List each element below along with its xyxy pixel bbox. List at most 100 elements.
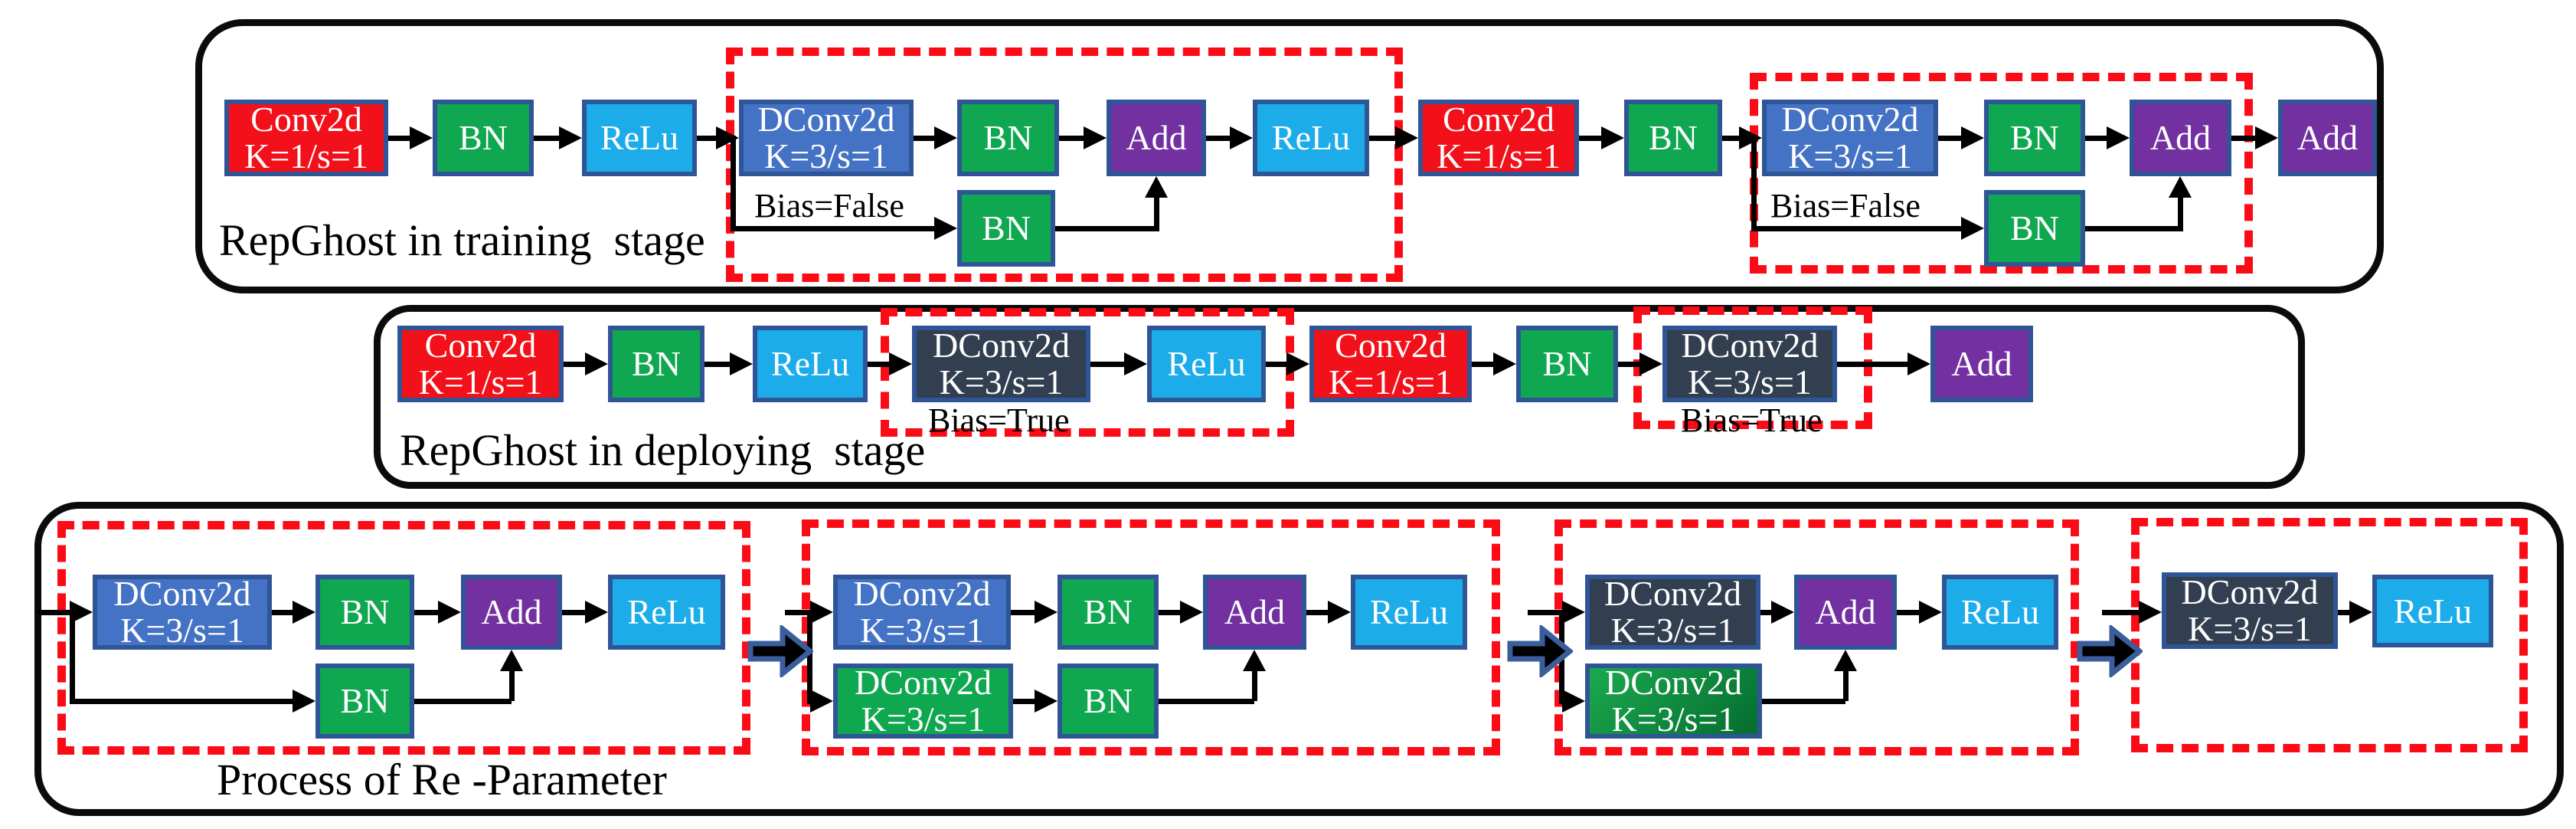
flow-line [704, 362, 730, 367]
panel-reparam-label: Process of Re -Parameter [217, 755, 667, 804]
arrowhead-up-icon [500, 650, 523, 671]
reparam-dashed-box [1554, 519, 2079, 755]
bias-label: Bias=True [928, 401, 1070, 439]
node-label: Conv2d [424, 326, 537, 365]
arrowhead-right-icon [1907, 352, 1930, 375]
node-label: BN [982, 208, 1031, 247]
node-bn-b1: BN [315, 575, 414, 650]
node-label: DConv2d [113, 574, 251, 613]
node-label: K=1/s=1 [244, 136, 368, 175]
node-label: ReLu [627, 592, 706, 631]
arrowhead-right-icon [1562, 601, 1585, 624]
arrowhead-right-icon [1328, 601, 1351, 624]
arrowhead-right-icon [889, 352, 912, 375]
flow-line [1938, 136, 1961, 141]
arrowhead-right-icon [2349, 601, 2372, 624]
node-label: Add [1126, 118, 1187, 157]
node-add-t3: Add [2278, 100, 2377, 176]
flow-line [2178, 198, 2183, 231]
arrowhead-right-icon [585, 352, 608, 375]
node-label: K=3/s=1 [1788, 136, 1912, 175]
arrowhead-right-icon [1230, 126, 1253, 149]
node-label: Add [1224, 592, 1286, 631]
node-label: Add [1815, 592, 1876, 631]
panel-deploying: RepGhost in deploying stage [374, 305, 2305, 489]
node-bn-t6: BN [1984, 190, 2085, 267]
node-label: DConv2d [1604, 574, 1741, 613]
node-bn-m1: BN [608, 326, 704, 402]
arrowhead-up-icon [1145, 176, 1168, 198]
flow-line [1266, 362, 1286, 367]
flow-line [2085, 136, 2107, 141]
node-label: BN [2010, 118, 2059, 157]
arrowhead-right-icon [1771, 601, 1794, 624]
node-label: ReLu [1167, 344, 1246, 383]
flow-line [2231, 136, 2255, 141]
reparam-dashed-box [2131, 518, 2528, 752]
flow-line [1722, 136, 1739, 141]
node-label: BN [632, 344, 681, 383]
flow-line [1206, 136, 1230, 141]
arrowhead-right-icon [934, 126, 957, 149]
flow-line [731, 226, 934, 231]
arrowhead-right-icon [559, 126, 582, 149]
panel-training: RepGhost in training stage [195, 19, 2384, 293]
node-label: BN [340, 681, 390, 720]
node-bn-b2: BN [315, 664, 414, 739]
node-relu-t1: ReLu [582, 100, 697, 176]
bias-label: Bias=False [1770, 187, 1921, 224]
flow-line [272, 610, 293, 615]
flow-line [414, 610, 438, 615]
flow-line [1618, 362, 1639, 367]
node-bn-t4: BN [1984, 100, 2085, 176]
arrowhead-right-icon [1124, 352, 1147, 375]
node-label: DConv2d [2181, 572, 2319, 611]
flow-line [1159, 610, 1180, 615]
flow-line [1154, 198, 1159, 231]
node-label: Add [1951, 344, 2012, 383]
reparam-dashed-box [802, 519, 1500, 755]
node-label: K=3/s=1 [764, 136, 888, 175]
node-label: Add [2149, 118, 2212, 157]
bias-label: Bias=True [1681, 401, 1822, 439]
flow-line [1159, 699, 1254, 704]
flow-line [1751, 136, 1757, 231]
node-label: BN [340, 592, 390, 631]
reparam-dashed-box [57, 521, 750, 755]
arrowhead-right-icon [810, 690, 833, 713]
arrowhead-right-icon [438, 601, 461, 624]
node-label: K=1/s=1 [418, 362, 543, 401]
flow-line [1472, 362, 1493, 367]
node-relu-b3: ReLu [1942, 575, 2058, 650]
panel-training-label: RepGhost in training stage [219, 215, 705, 265]
node-label: DConv2d [853, 574, 991, 613]
node-bn-t3: BN [1624, 100, 1722, 176]
node-relu-b1: ReLu [608, 575, 725, 650]
node-label: K=3/s=1 [1610, 611, 1735, 650]
arrowhead-right-icon [1084, 126, 1107, 149]
node-label: K=3/s=1 [1688, 362, 1812, 401]
flow-line [1055, 226, 1156, 231]
node-relu-b2: ReLu [1351, 575, 1467, 650]
node-label: DConv2d [1681, 326, 1819, 365]
node-add-t1: Add [1107, 100, 1206, 176]
node-label: Conv2d [1335, 326, 1447, 365]
arrowhead-right-icon [1639, 352, 1662, 375]
node-label: BN [1084, 592, 1133, 631]
arrowhead-up-icon [2169, 176, 2192, 198]
flow-line [1528, 610, 1562, 615]
flow-line [697, 136, 716, 141]
arrowhead-right-icon [293, 601, 315, 624]
arrowhead-right-icon [410, 126, 433, 149]
arrowhead-right-icon [1493, 352, 1516, 375]
node-label: DConv2d [1605, 663, 1742, 702]
block-arrow-icon [1507, 623, 1574, 680]
